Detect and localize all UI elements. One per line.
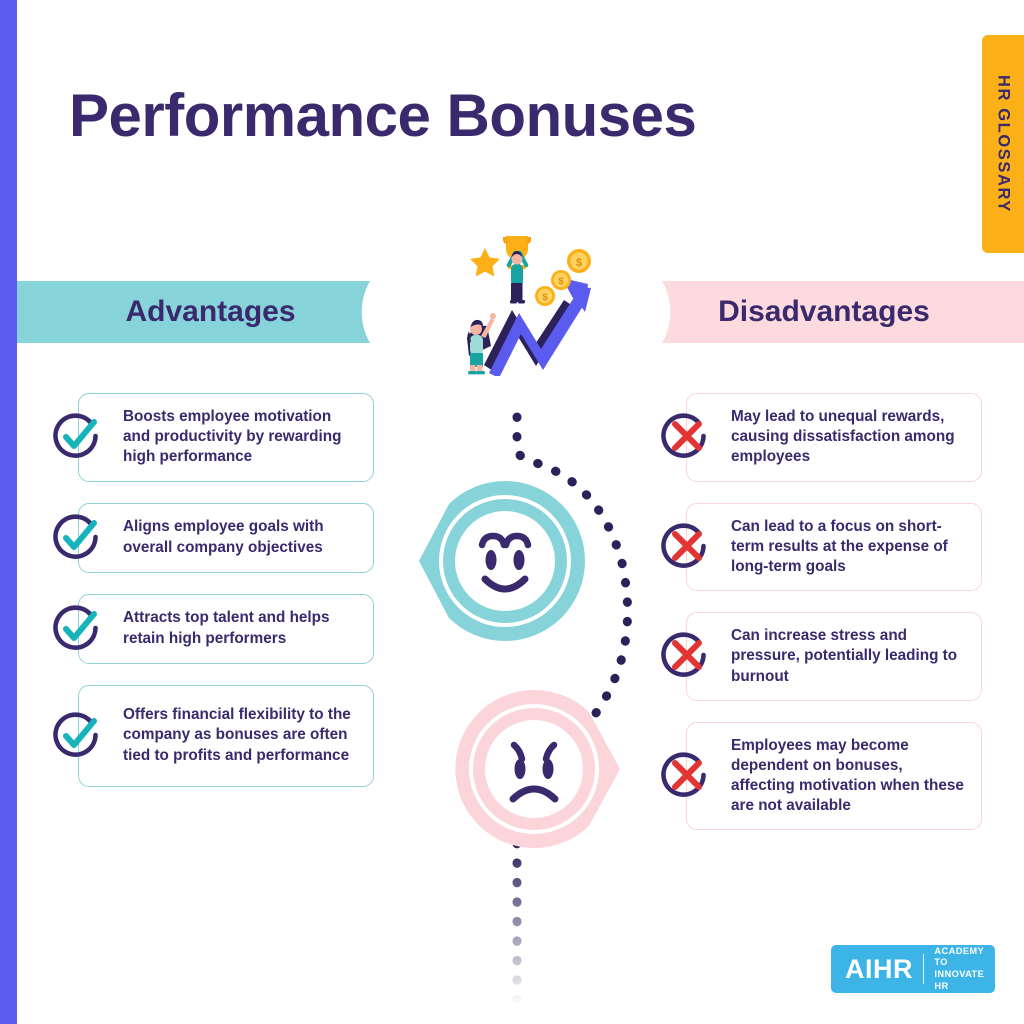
check-circle-icon — [53, 513, 98, 559]
aihr-wordmark: AIHR — [845, 953, 913, 984]
advantage-text: Offers financial flexibility to the comp… — [123, 706, 351, 764]
disadvantages-header-bar: Disadvantages — [608, 281, 1024, 343]
list-item: Aligns employee goals with overall compa… — [50, 502, 390, 573]
advantage-card: Attracts top talent and helps retain hig… — [78, 593, 374, 664]
svg-text:$: $ — [576, 257, 582, 269]
svg-text:$: $ — [558, 276, 564, 287]
svg-text:$: $ — [542, 292, 548, 303]
check-circle-icon — [53, 413, 98, 459]
logo-divider — [923, 954, 925, 984]
advantages-header-bar: Advantages — [17, 281, 424, 343]
aihr-tagline-line1: ACADEMY TO — [934, 945, 984, 968]
advantage-card: Boosts employee motivation and productiv… — [78, 393, 374, 482]
advantage-text: Boosts employee motivation and productiv… — [123, 408, 342, 466]
aihr-tagline: ACADEMY TO INNOVATE HR — [934, 946, 995, 992]
list-item: Can increase stress and pressure, potent… — [658, 612, 998, 701]
advantage-text: Attracts top talent and helps retain hig… — [123, 609, 330, 647]
aihr-logo: AIHR ACADEMY TO INNOVATE HR — [831, 945, 995, 993]
cross-circle-icon — [661, 752, 706, 797]
list-item: Offers financial flexibility to the comp… — [50, 684, 390, 787]
disadvantage-card: May lead to unequal rewards, causing dis… — [686, 393, 982, 482]
check-circle-icon — [53, 711, 98, 757]
disadvantage-card: Can lead to a focus on short-term result… — [686, 502, 982, 592]
disadvantage-text: May lead to unequal rewards, causing dis… — [731, 408, 955, 466]
disadvantage-text: Employees may become dependent on bonuse… — [731, 736, 964, 815]
cross-circle-icon — [661, 632, 706, 678]
disadvantage-text: Can increase stress and pressure, potent… — [731, 627, 958, 685]
disadvantage-text: Can lead to a focus on short-term result… — [731, 517, 948, 575]
cross-circle-icon — [661, 413, 706, 459]
advantage-text: Aligns employee goals with overall compa… — [123, 518, 324, 556]
aihr-tagline-line2: INNOVATE HR — [934, 969, 985, 991]
advantage-card: Aligns employee goals with overall compa… — [78, 502, 374, 573]
advantages-list: Boosts employee motivation and productiv… — [50, 393, 390, 787]
cross-circle-icon — [661, 523, 706, 568]
hr-glossary-tab: HR GLOSSARY — [982, 35, 1024, 253]
disadvantages-list: May lead to unequal rewards, causing dis… — [658, 393, 998, 831]
advantage-card: Offers financial flexibility to the comp… — [78, 684, 374, 787]
advantages-header-label: Advantages — [125, 295, 296, 328]
sad-face-icon — [455, 689, 620, 848]
check-circle-icon — [53, 604, 98, 650]
happy-face-icon — [419, 481, 585, 641]
left-accent-strip — [0, 0, 17, 1024]
disadvantage-card: Can increase stress and pressure, potent… — [686, 612, 982, 701]
list-item: Can lead to a focus on short-term result… — [658, 502, 998, 592]
growth-arrow-trophy-illustration: $ $ $ — [467, 236, 591, 376]
list-item: Boosts employee motivation and productiv… — [50, 393, 390, 482]
list-item: May lead to unequal rewards, causing dis… — [658, 393, 998, 482]
list-item: Employees may become dependent on bonuse… — [658, 721, 998, 831]
disadvantage-card: Employees may become dependent on bonuse… — [686, 721, 982, 831]
disadvantages-header-label: Disadvantages — [718, 295, 930, 328]
hr-glossary-tab-label: HR GLOSSARY — [994, 75, 1013, 213]
list-item: Attracts top talent and helps retain hig… — [50, 593, 390, 664]
page-title: Performance Bonuses — [69, 82, 697, 149]
